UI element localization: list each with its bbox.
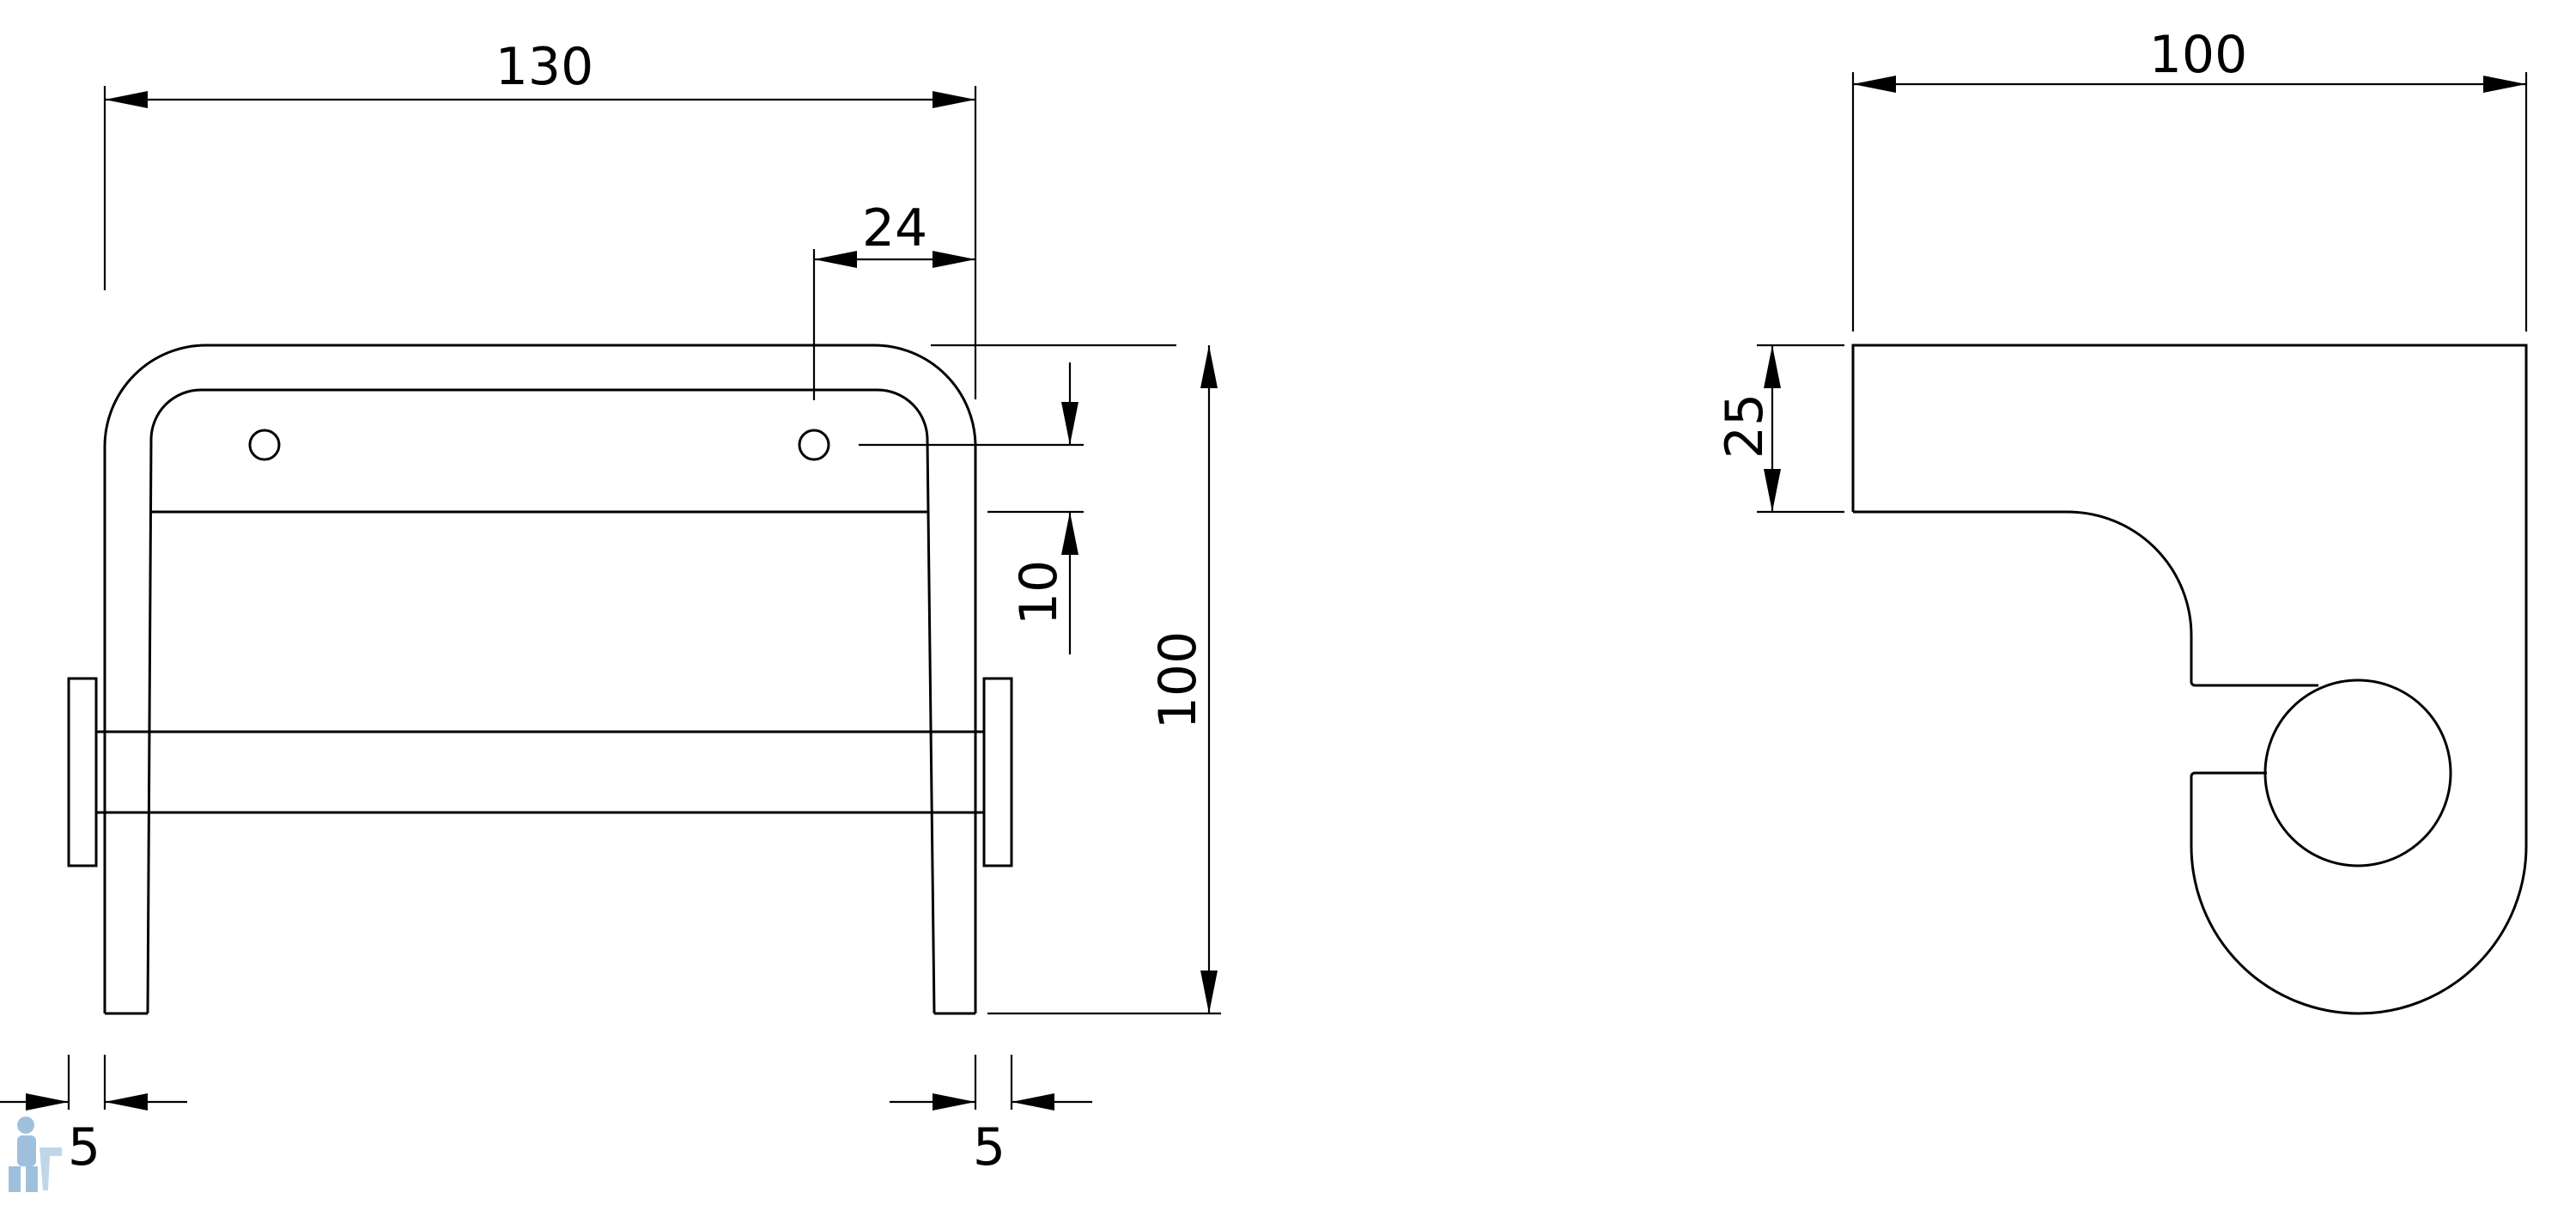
dim-hole-spacing: 10 [1009, 560, 1069, 625]
dim-right-thickness: 5 [973, 1117, 1005, 1178]
dim-left-thickness: 5 [68, 1117, 100, 1178]
front-view [67, 344, 1013, 1015]
end-cap-right [982, 677, 1013, 867]
dim-overall-width: 130 [495, 37, 594, 97]
hook-outline [1851, 344, 2528, 1015]
side-view-dimensions: 100 25 [1715, 25, 2528, 514]
mounting-hole-left [248, 429, 281, 461]
plumber-logo-icon [9, 1117, 62, 1192]
dim-overall-height: 100 [1148, 631, 1208, 730]
dim-plate-height: 25 [1715, 393, 1775, 459]
side-view [1851, 344, 2528, 1015]
mounting-hole-right [798, 429, 830, 461]
end-cap-left [67, 677, 98, 867]
bracket-outer-outline [103, 344, 977, 1013]
dim-hole-offset: 24 [862, 198, 927, 259]
bracket-inner-outline [146, 388, 936, 1014]
dim-side-depth: 100 [2149, 25, 2248, 85]
front-view-dimensions: 130 24 10 100 5 [0, 37, 1221, 1178]
roller-section-circle [2263, 679, 2452, 867]
